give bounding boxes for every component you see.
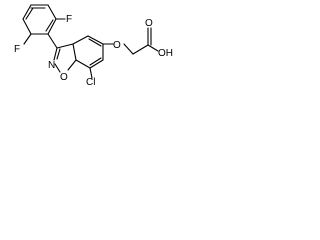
atom-label-oxygen: O — [145, 18, 153, 29]
atom-label-oxygen: O — [60, 72, 68, 83]
bond — [72, 35, 89, 45]
bond — [67, 59, 77, 71]
difluorophenyl-ring — [22, 4, 66, 49]
bond — [22, 18, 32, 35]
bond — [88, 38, 102, 47]
atom-label-hydroxyl: OH — [158, 48, 173, 59]
bond — [56, 43, 74, 49]
oxyacetic-acid-chain — [102, 27, 159, 55]
bond — [89, 57, 102, 66]
bond — [147, 44, 159, 52]
bond-to-fluorine — [23, 33, 32, 45]
bond — [53, 47, 58, 61]
bond-to-isoxazole — [47, 33, 58, 49]
benzisoxazole-core — [53, 35, 104, 79]
atom-label-fluorine: F — [14, 44, 20, 55]
bond — [47, 18, 57, 35]
bond — [132, 44, 149, 55]
bond-to-chlorine — [89, 67, 93, 79]
bond — [75, 59, 91, 69]
chemical-structure: F F N O Cl O O OH — [0, 0, 182, 85]
bond — [89, 59, 104, 69]
bond — [72, 43, 77, 61]
bond — [45, 19, 54, 32]
bond — [25, 7, 34, 20]
bond — [54, 63, 61, 73]
atom-label-chlorine: Cl — [86, 77, 95, 85]
atom-label-oxygen: O — [113, 40, 121, 51]
bond — [123, 43, 134, 55]
atom-label-nitrogen: N — [48, 60, 55, 71]
atom-label-fluorine: F — [66, 14, 72, 25]
bond — [87, 35, 104, 45]
bond — [56, 48, 61, 60]
bond — [22, 4, 32, 20]
atom-labels: F F N O Cl O O OH — [14, 14, 173, 85]
bond — [47, 4, 57, 20]
